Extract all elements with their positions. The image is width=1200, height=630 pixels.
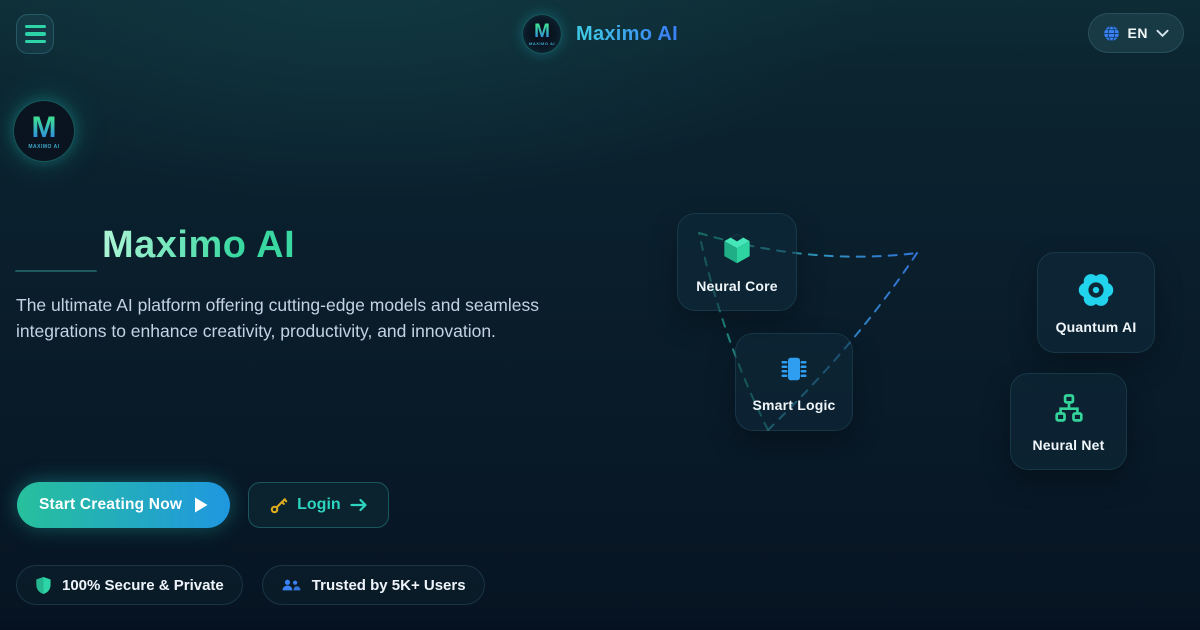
language-code: EN	[1127, 25, 1148, 41]
card-label: Quantum AI	[1055, 318, 1137, 335]
trusted-badge: Trusted by 5K+ Users	[261, 565, 485, 605]
card-label: Neural Core	[696, 278, 778, 294]
login-button[interactable]: Login	[248, 482, 389, 528]
trusted-badge-label: Trusted by 5K+ Users	[311, 576, 466, 594]
feature-card-neural-net: Neural Net	[1010, 373, 1127, 470]
language-selector[interactable]: EN	[1087, 13, 1184, 53]
chip-icon	[781, 357, 807, 381]
page-title: Maximo AI	[102, 224, 296, 266]
logo-letter: M	[31, 110, 57, 144]
secure-badge: 100% Secure & Private	[16, 565, 243, 605]
brand-title: Maximo AI	[576, 22, 678, 45]
globe-icon	[1103, 25, 1119, 41]
title-underline	[15, 270, 97, 272]
key-icon	[270, 497, 288, 513]
arrow-right-icon	[350, 498, 367, 512]
atom-icon	[1078, 273, 1114, 306]
card-label: Smart Logic	[752, 397, 836, 413]
logo-subtext: MAXIMO AI	[28, 143, 60, 150]
feature-card-smart-logic: Smart Logic	[735, 333, 853, 431]
badge-row: 100% Secure & Private Trusted by 5K+ Use…	[16, 565, 485, 605]
brand-logo: M MAXIMO AI	[522, 14, 562, 54]
cube-icon	[724, 233, 750, 264]
cta-row: Start Creating Now Login	[17, 482, 389, 528]
hero-logo: M MAXIMO AI	[13, 100, 75, 162]
feature-card-quantum-ai: Quantum AI	[1037, 252, 1155, 353]
chevron-down-icon	[1156, 29, 1169, 37]
users-icon	[282, 579, 301, 590]
feature-card-neural-core: Neural Core	[677, 213, 797, 311]
network-icon	[1054, 393, 1083, 422]
card-label: Neural Net	[1032, 436, 1105, 453]
logo-letter: M	[534, 21, 550, 42]
hero-description: The ultimate AI platform offering cuttin…	[16, 295, 540, 341]
top-navbar: M MAXIMO AI Maximo AI EN	[0, 0, 1200, 68]
menu-button[interactable]	[16, 14, 54, 54]
start-creating-button[interactable]: Start Creating Now	[17, 482, 231, 528]
secure-badge-label: 100% Secure & Private	[62, 576, 224, 594]
login-label: Login	[297, 496, 341, 513]
play-icon	[195, 497, 208, 513]
brand[interactable]: M MAXIMO AI Maximo AI	[470, 14, 730, 54]
logo-subtext: MAXIMO AI	[529, 41, 555, 46]
shield-icon	[36, 576, 51, 594]
start-creating-label: Start Creating Now	[39, 496, 183, 513]
hamburger-icon	[25, 24, 46, 29]
